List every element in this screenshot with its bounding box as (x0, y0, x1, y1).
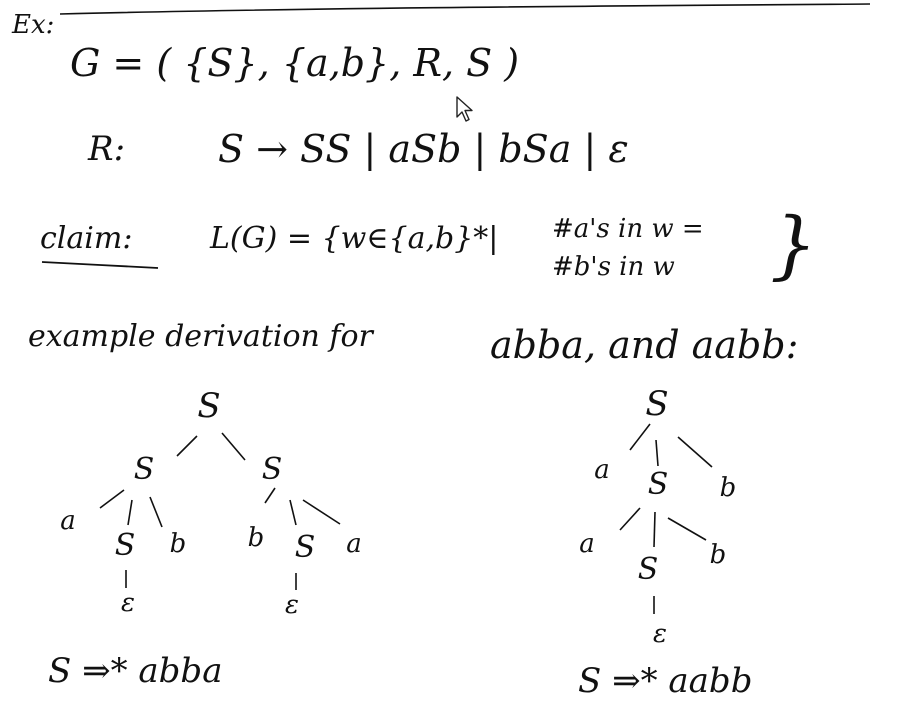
claim-condition-a: #a's in w = (552, 214, 704, 244)
tree-node: b (169, 529, 187, 559)
grammar-definition: G = ( {S}, {a,b}, R, S ) (70, 41, 520, 85)
claim-condition-b: #b's in w (552, 252, 675, 282)
derivation-aabb: S ⇒* aabb (578, 661, 753, 701)
tree-node: S (647, 467, 669, 502)
claim-language: L(G) = {w∈{a,b}*| (210, 221, 499, 256)
tree-node: b (719, 473, 737, 503)
mouse-cursor-icon (456, 96, 473, 122)
tree-node: b (247, 523, 265, 553)
tree-node: ε (285, 590, 299, 620)
claim-close-brace: } (770, 202, 818, 288)
tree-node: b (709, 540, 727, 570)
tree-node: ε (653, 619, 667, 649)
example-label: Ex: (12, 10, 55, 40)
tree-node: a (594, 455, 610, 485)
tree-node: S (133, 452, 155, 487)
example-strings: abba, and aabb: (490, 323, 799, 367)
tree-node: S (261, 452, 283, 487)
tree-node: a (579, 529, 595, 559)
tree-node: ε (121, 588, 135, 618)
tree-node: S (197, 386, 221, 426)
claim-label: claim: (40, 221, 133, 256)
tree-node: a (346, 529, 362, 559)
tree-node: S (645, 384, 669, 424)
derivation-abba: S ⇒* abba (48, 651, 223, 691)
tree-node: S (114, 528, 136, 563)
tree-node: S (637, 552, 659, 587)
rules-label: R: (88, 129, 126, 169)
tree-node: S (294, 530, 316, 565)
tree-node: a (60, 506, 76, 536)
production-rules: S → SS | aSb | bSa | ε (218, 127, 629, 171)
example-caption: example derivation for (28, 319, 373, 354)
